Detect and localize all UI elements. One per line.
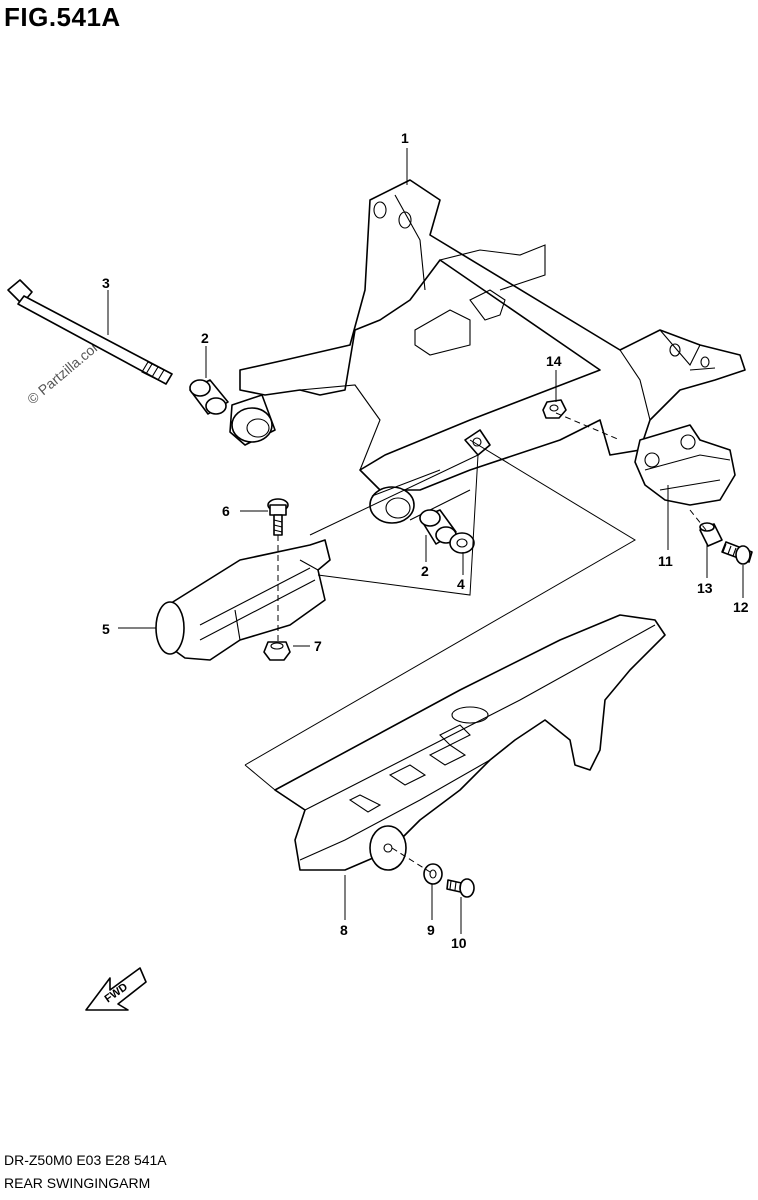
callout-4: 4 (457, 576, 465, 592)
callout-14: 14 (546, 353, 562, 369)
chain-case-part[interactable] (274, 614, 666, 871)
callout-13: 13 (697, 580, 713, 596)
case-washer-part[interactable] (423, 863, 443, 885)
figure-title: FIG.541A (4, 2, 121, 32)
callout-10: 10 (451, 935, 467, 951)
chain-buffer-part[interactable] (155, 539, 331, 661)
collar-lower-part[interactable] (419, 509, 475, 554)
callout-2-lower: 2 (421, 563, 429, 579)
callout-11: 11 (658, 553, 673, 569)
buffer-nut-part[interactable] (263, 641, 291, 661)
callout-numbers: 1 3 2 14 6 5 7 2 4 11 13 12 8 9 10 (102, 130, 749, 951)
swingarm-part[interactable] (229, 179, 746, 524)
case-bolt-part[interactable] (446, 878, 475, 898)
callout-1: 1 (401, 130, 409, 146)
callout-12: 12 (733, 599, 749, 615)
callout-8: 8 (340, 922, 348, 938)
callout-9: 9 (427, 922, 435, 938)
pivot-bolt-part[interactable] (7, 279, 173, 385)
buffer-bolt-part[interactable] (267, 498, 289, 536)
guard-bolt-part[interactable] (721, 541, 753, 565)
callout-7: 7 (314, 638, 322, 654)
footer-model-code: DR-Z50M0 E03 E28 541A (4, 1152, 167, 1168)
collar-upper-part[interactable] (189, 379, 229, 415)
chain-guard-part[interactable] (634, 424, 736, 506)
assembly-guide-lines (244, 412, 707, 873)
callout-leaders (107, 148, 744, 934)
callout-5: 5 (102, 621, 110, 637)
footer-section-name: REAR SWINGINGARM (4, 1175, 151, 1191)
callout-2-upper: 2 (201, 330, 209, 346)
fwd-arrow-icon: FWD (85, 967, 147, 1011)
callout-3: 3 (102, 275, 110, 291)
swingarm-nut-part[interactable] (542, 399, 567, 419)
callout-6: 6 (222, 503, 230, 519)
